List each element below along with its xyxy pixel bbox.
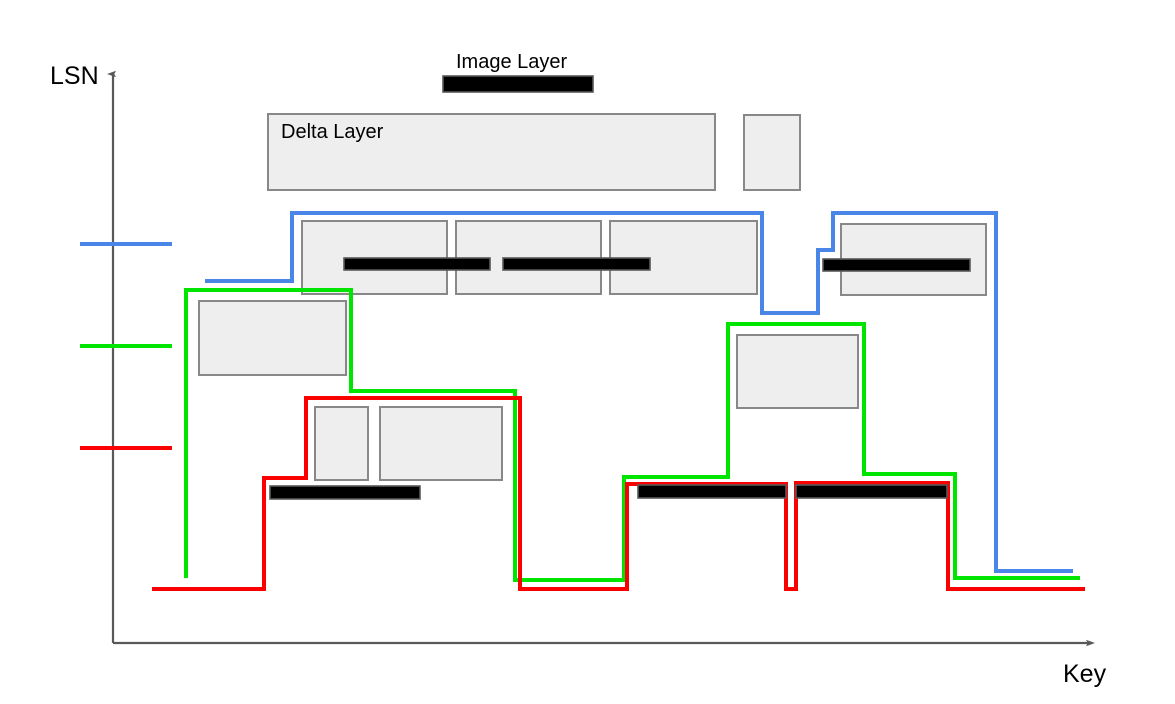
green-branch <box>184 288 1080 582</box>
blue-layer-bar-2 <box>502 257 651 271</box>
delta-layer-box <box>267 113 716 191</box>
bottom-bar-2 <box>795 484 948 499</box>
image-layer-bar <box>442 75 594 93</box>
delta-layer-label: Delta Layer <box>281 121 384 143</box>
green-layer-box-2 <box>736 334 859 409</box>
image-layer-label: Image Layer <box>456 51 568 73</box>
bottom-bar-1 <box>637 484 787 499</box>
blue-branch <box>205 211 1073 573</box>
x-axis-label: Key <box>1063 660 1107 688</box>
branch-lines <box>152 211 1085 591</box>
delta-layer-box-small <box>743 114 801 191</box>
layer-bars <box>269 75 971 500</box>
layer-boxes <box>198 113 987 481</box>
red-layer-box-2 <box>379 406 503 481</box>
blue-layer-bar-3 <box>822 258 971 272</box>
red-layer-bar-1 <box>269 485 421 500</box>
red-branch <box>152 396 1085 591</box>
blue-layer-bar-1 <box>343 257 491 271</box>
axis-ticks <box>80 242 172 450</box>
axes <box>113 74 1092 643</box>
red-layer-box-1 <box>314 406 369 481</box>
blue-layer-box-3 <box>609 220 758 295</box>
green-layer-box-1 <box>198 300 347 376</box>
y-axis-label: LSN <box>50 62 99 90</box>
